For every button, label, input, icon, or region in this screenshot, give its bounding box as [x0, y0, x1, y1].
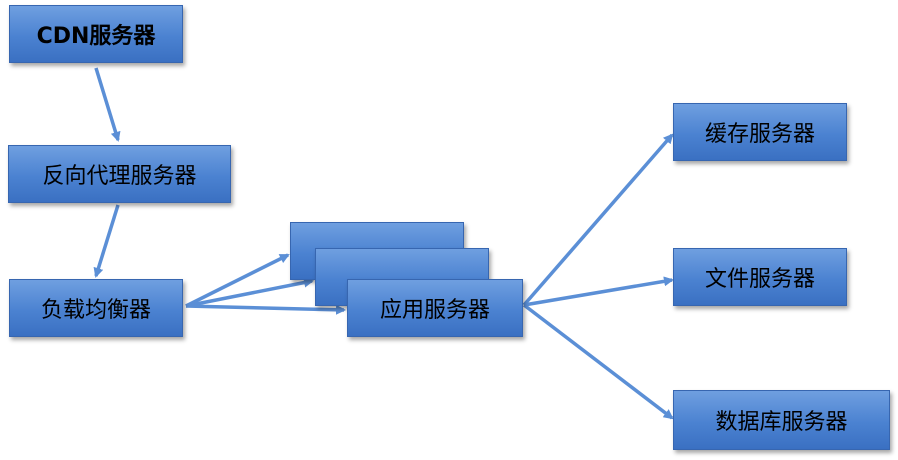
file-server-label: 文件服务器 [704, 267, 815, 292]
load-balancer-label: 负载均衡器 [40, 298, 151, 323]
arrow-app-to-file [523, 276, 674, 307]
app-server-label: 应用服务器 [379, 298, 490, 323]
file-server-node: 文件服务器 [673, 248, 847, 306]
arrow-cdn-to-proxy [94, 67, 121, 142]
app-server-node: 应用服务器 [347, 279, 523, 337]
arrow-app-to-cache [522, 133, 674, 307]
cache-server-label: 缓存服务器 [704, 122, 815, 147]
reverse-proxy-node: 反向代理服务器 [8, 145, 231, 203]
load-balancer-node: 负载均衡器 [9, 279, 183, 337]
cache-server-node: 缓存服务器 [673, 103, 847, 161]
reverse-proxy-label: 反向代理服务器 [42, 164, 197, 189]
cdn-server-label: CDN服务器 [36, 24, 156, 49]
cdn-server-node: CDN服务器 [9, 5, 183, 63]
db-server-node: 数据库服务器 [673, 390, 890, 450]
arrow-lb-to-app-3 [185, 304, 346, 315]
db-server-label: 数据库服务器 [715, 410, 848, 435]
arrow-proxy-to-lb [93, 204, 120, 278]
arrow-lb-to-app-2 [185, 277, 314, 308]
arrow-lb-to-app-1 [185, 253, 290, 308]
arrow-app-to-db [522, 303, 674, 420]
